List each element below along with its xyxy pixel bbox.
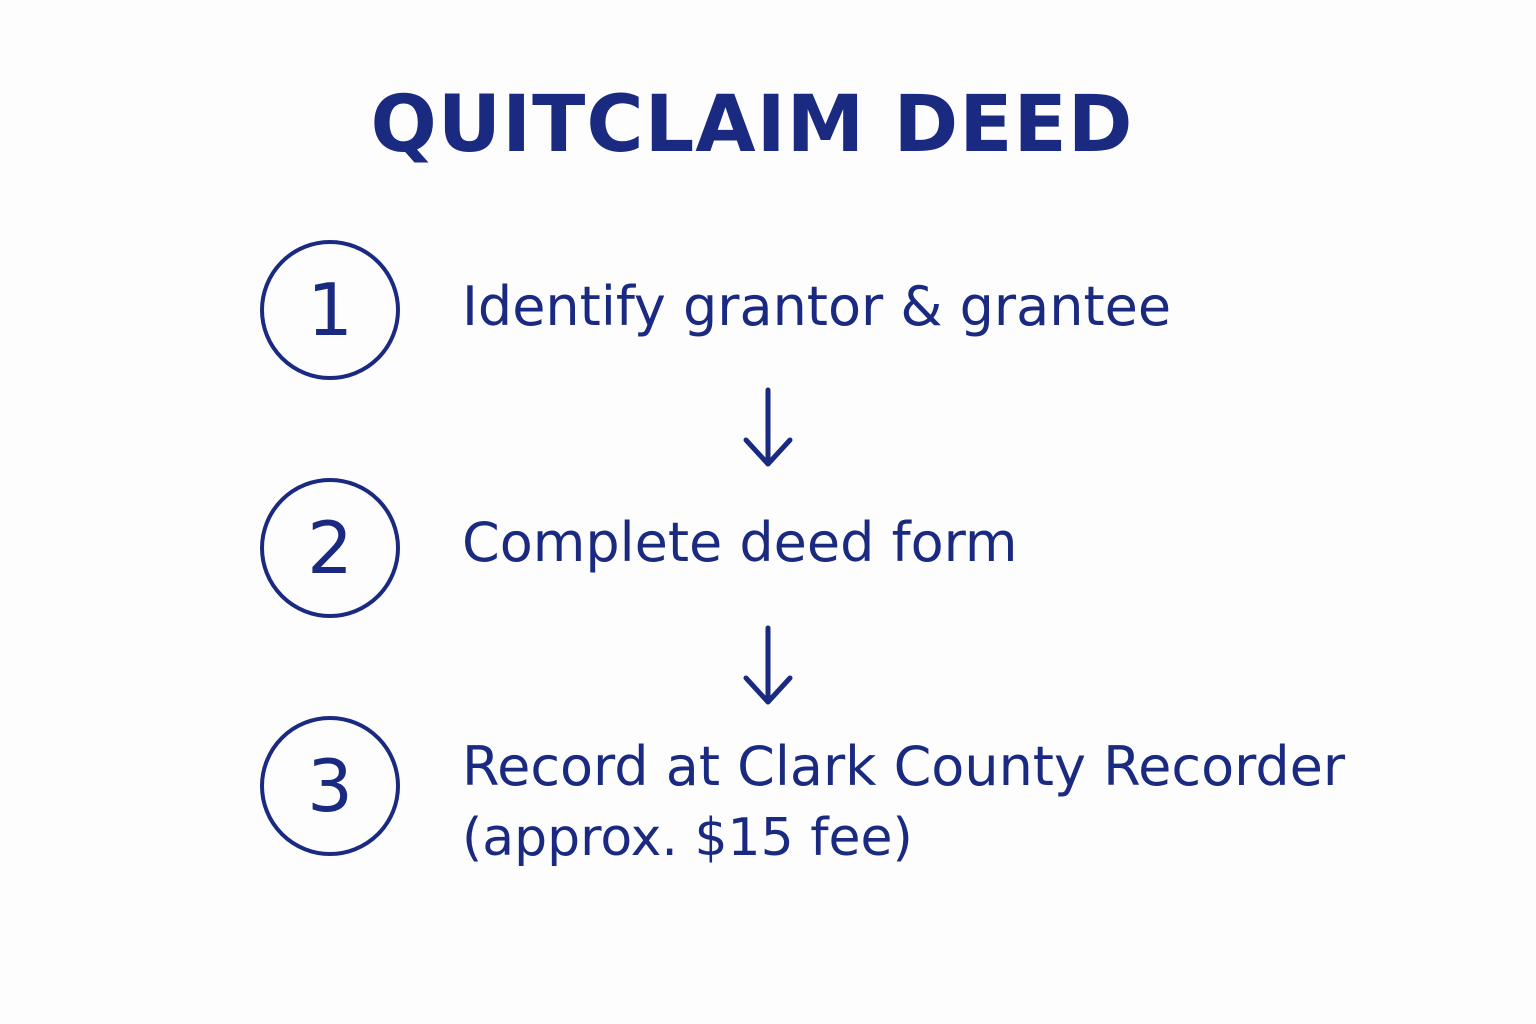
step-1-number-circle: 1 [260, 240, 400, 380]
step-3-sublabel: (approx. $15 fee) [462, 808, 913, 868]
step-2-number-circle: 2 [260, 478, 400, 618]
step-2-label: Complete deed form [462, 511, 1018, 574]
arrow-down-icon [743, 387, 793, 467]
step-1-label: Identify grantor & grantee [462, 275, 1172, 338]
arrow-down-icon [743, 625, 793, 705]
step-3-number-circle: 3 [260, 716, 400, 856]
diagram-title: QUITCLAIM DEED [370, 80, 1134, 170]
step-3-label: Record at Clark County Recorder [462, 735, 1346, 798]
